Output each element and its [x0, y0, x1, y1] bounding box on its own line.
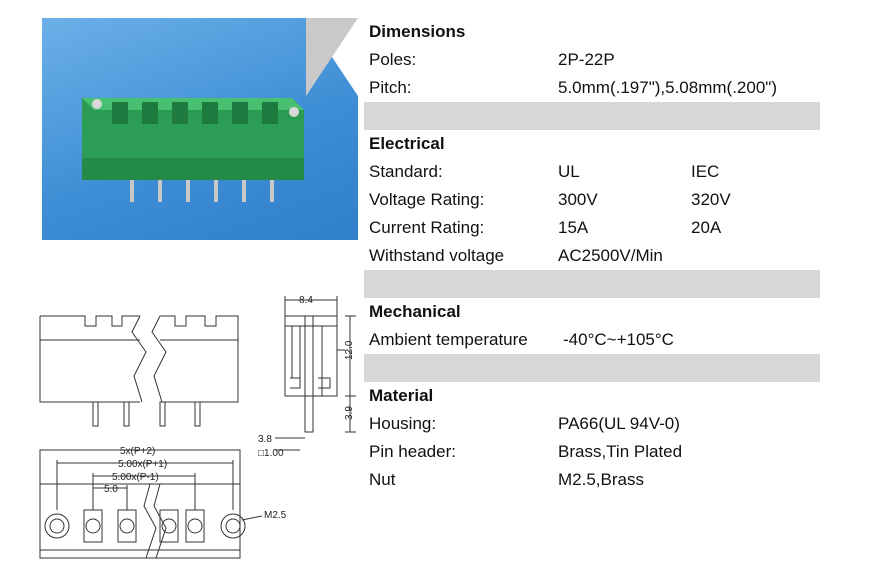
- spec-label: Withstand voltage: [369, 246, 505, 265]
- spec-value-ul: 15A: [558, 218, 589, 237]
- spec-value: -40°C~+105°C: [563, 330, 674, 349]
- spec-row-pin-header: Pin header: Brass,Tin Plated: [364, 438, 820, 466]
- dim-label: □1.00: [258, 448, 284, 459]
- spec-value: Brass,Tin Plated: [558, 442, 683, 461]
- dim-label: 3.8: [258, 434, 272, 445]
- spec-value-iec: 320V: [691, 190, 731, 209]
- dim-label: 8.4: [299, 295, 313, 306]
- spec-value-ul: UL: [558, 162, 580, 181]
- section-divider: [364, 354, 820, 382]
- technical-drawing: 8.4 12.0 3.9 3.8 □1.00 5x(P+2) 5.00x(P+1…: [39, 295, 356, 559]
- spec-value-iec: 20A: [691, 218, 722, 237]
- spec-row-pitch: Pitch: 5.0mm(.197"),5.08mm(.200"): [364, 74, 820, 102]
- spec-value: 2P-22P: [558, 50, 615, 69]
- spec-table: Dimensions Poles: 2P-22P Pitch: 5.0mm(.1…: [364, 18, 820, 494]
- spec-value-ul: 300V: [558, 190, 598, 209]
- dim-label: M2.5: [264, 510, 287, 521]
- dim-label: 3.9: [344, 406, 355, 420]
- page-curl: [306, 18, 358, 96]
- spec-value: 5.0mm(.197"),5.08mm(.200"): [558, 78, 777, 97]
- front-view: [39, 315, 239, 427]
- spec-label: Voltage Rating:: [369, 190, 485, 209]
- bottom-view: [39, 449, 263, 559]
- spec-label: Poles:: [369, 50, 417, 69]
- section-title-electrical: Electrical: [369, 134, 445, 153]
- product-photo: [42, 18, 358, 240]
- spec-label: Current Rating:: [369, 218, 485, 237]
- section-title-mechanical: Mechanical: [369, 302, 461, 321]
- spec-value: M2.5,Brass: [558, 470, 644, 489]
- spec-row-nut: Nut M2.5,Brass: [364, 466, 820, 494]
- spec-row-poles: Poles: 2P-22P: [364, 46, 820, 74]
- section-divider: [364, 270, 820, 298]
- spec-row-voltage: Voltage Rating: 300V 320V: [364, 186, 820, 214]
- spec-label: Pin header:: [369, 442, 456, 461]
- spec-label: Pitch:: [369, 78, 412, 97]
- spec-label: Ambient temperature: [369, 330, 528, 349]
- dim-label: 5.0: [104, 484, 118, 495]
- section-title-dimensions: Dimensions: [369, 22, 466, 41]
- spec-label: Nut: [369, 470, 396, 489]
- spec-value: AC2500V/Min: [558, 246, 663, 265]
- terminal-block-image: [82, 98, 304, 202]
- dim-label: 5.00x(P-1): [112, 472, 159, 483]
- dim-label: 5x(P+2): [120, 446, 155, 457]
- section-title-material: Material: [369, 386, 434, 405]
- dim-label: 5.00x(P+1): [118, 459, 167, 470]
- spec-value: PA66(UL 94V-0): [558, 414, 680, 433]
- spec-row-withstand: Withstand voltage AC2500V/Min: [364, 242, 820, 270]
- spec-row-standard: Standard: UL IEC: [364, 158, 820, 186]
- spec-label: Standard:: [369, 162, 443, 181]
- section-divider: [364, 102, 820, 130]
- spec-row-current: Current Rating: 15A 20A: [364, 214, 820, 242]
- side-view: [275, 296, 356, 451]
- spec-label: Housing:: [369, 414, 437, 433]
- spec-value-iec: IEC: [691, 162, 720, 181]
- dim-label: 12.0: [344, 340, 355, 360]
- spec-row-housing: Housing: PA66(UL 94V-0): [364, 410, 820, 438]
- spec-row-ambient: Ambient temperature -40°C~+105°C: [364, 326, 820, 354]
